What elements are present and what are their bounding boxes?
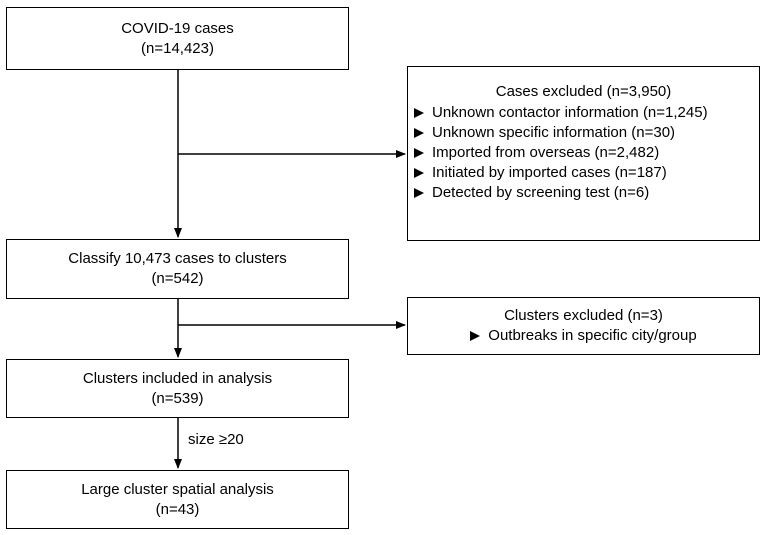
clusters-excluded-box: Clusters excluded (n=3) Outbreaks in spe… [407, 297, 760, 355]
covid-cases-count: (n=14,423) [141, 39, 214, 57]
cases-excluded-box: Cases excluded (n=3,950) Unknown contact… [407, 66, 760, 241]
cases-excluded-item-label: Imported from overseas (n=2,482) [432, 144, 660, 161]
covid-cases-box: COVID-19 cases (n=14,423) [6, 7, 349, 70]
large-cluster-analysis-count: (n=43) [155, 500, 200, 518]
clusters-excluded-item-label: Outbreaks in specific city/group [488, 327, 697, 344]
triangle-bullet-icon [414, 188, 424, 198]
cases-excluded-item: Unknown contactor information (n=1,245) [414, 103, 708, 123]
cases-excluded-item: Unknown specific information (n=30) [414, 123, 708, 143]
clusters-excluded-title: Clusters excluded (n=3) [504, 307, 663, 324]
clusters-included-title: Clusters included in analysis [82, 369, 273, 387]
clusters-included-box: Clusters included in analysis (n=539) [6, 359, 349, 418]
triangle-bullet-icon [470, 331, 481, 341]
classify-clusters-count: (n=542) [151, 270, 204, 287]
triangle-bullet-icon [414, 148, 424, 158]
clusters-included-count: (n=539) [151, 389, 204, 407]
cases-excluded-item: Detected by screening test (n=6) [414, 183, 708, 203]
large-cluster-analysis-title: Large cluster spatial analysis [81, 480, 274, 498]
cases-excluded-item: Initiated by imported cases (n=187) [414, 163, 708, 183]
classify-clusters-box: Classify 10,473 cases to clusters (n=542… [6, 239, 349, 299]
cases-excluded-item-label: Initiated by imported cases (n=187) [432, 164, 667, 181]
triangle-bullet-icon [414, 168, 424, 178]
cases-excluded-item-label: Unknown contactor information (n=1,245) [432, 104, 708, 121]
large-cluster-analysis-box: Large cluster spatial analysis (n=43) [6, 470, 349, 529]
size-filter-label: size ≥20 [188, 431, 244, 448]
triangle-bullet-icon [414, 128, 424, 138]
covid-cases-title: COVID-19 cases [121, 19, 234, 37]
cases-excluded-item: Imported from overseas (n=2,482) [414, 143, 708, 163]
clusters-excluded-item: Outbreaks in specific city/group [470, 326, 697, 346]
triangle-bullet-icon [414, 108, 424, 118]
cases-excluded-title: Cases excluded (n=3,950) [495, 83, 672, 100]
cases-excluded-list: Unknown contactor information (n=1,245) … [414, 103, 708, 203]
cases-excluded-item-label: Unknown specific information (n=30) [432, 124, 676, 141]
classify-clusters-title: Classify 10,473 cases to clusters [68, 250, 287, 267]
cases-excluded-item-label: Detected by screening test (n=6) [432, 184, 650, 201]
